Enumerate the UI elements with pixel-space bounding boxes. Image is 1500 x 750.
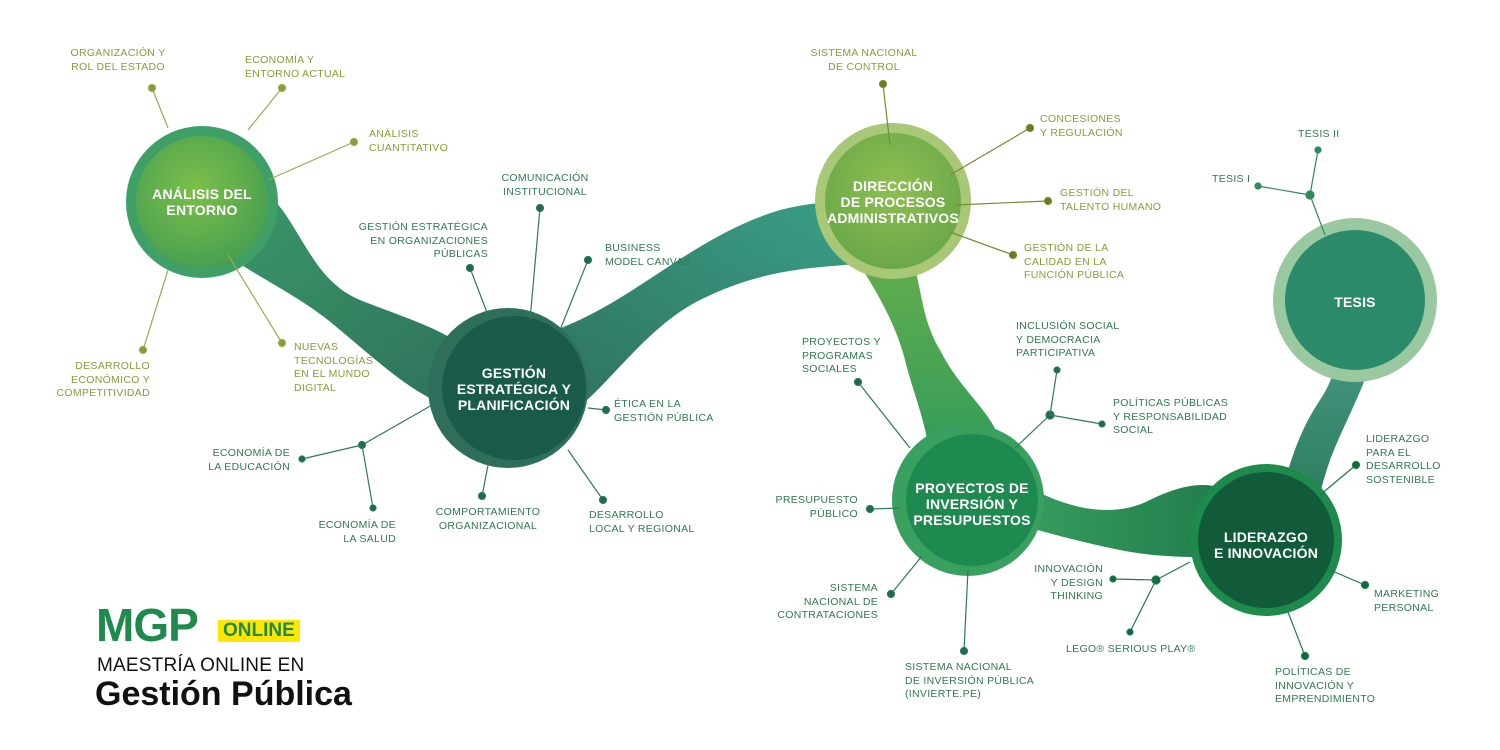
- hub-liderazgo-label: LIDERAZGO E INNOVACIÓN: [1213, 529, 1319, 561]
- branch-gestion-direccion: [520, 202, 880, 420]
- hub-liderazgo-circle: [1198, 472, 1334, 608]
- branch-analisis-gestion: [220, 175, 500, 412]
- topic-desarrollo-local: DESARROLLO LOCAL Y REGIONAL: [589, 509, 695, 535]
- hub-analisis-label: ANÁLISIS DEL ENTORNO: [152, 186, 252, 218]
- topic-economia-entorno: ECONOMÍA Y ENTORNO ACTUAL: [245, 54, 346, 80]
- connectors-gestion: [298, 203, 611, 512]
- connectors-analisis: [138, 83, 359, 355]
- topic-innovacion-design: INNOVACIÓN Y DESIGN THINKING: [1034, 563, 1103, 602]
- topic-calidad: GESTIÓN DE LA CALIDAD EN LA FUNCIÓN PÚBL…: [1024, 242, 1125, 281]
- topic-contrataciones: SISTEMA NACIONAL DE CONTRATACIONES: [777, 582, 878, 621]
- connectors-tesis: [1254, 146, 1326, 236]
- logo-mgp: MGP: [96, 599, 199, 651]
- topic-presupuesto: PRESUPUESTO PÚBLICO: [775, 494, 858, 520]
- topic-analisis-cuantitativo: ANÁLISIS CUANTITATIVO: [369, 128, 449, 154]
- topic-lego: LEGO® SERIOUS PLAY®: [1066, 643, 1196, 655]
- topic-organizacion: ORGANIZACIÓN Y ROL DEL ESTADO: [70, 47, 166, 73]
- hub-gestion-circle: [442, 316, 586, 460]
- topic-economia-salud: ECONOMÍA DE LA SALUD: [318, 519, 396, 545]
- topic-concesiones: CONCESIONES Y REGULACIÓN: [1040, 113, 1123, 139]
- topic-tesis-i: TESIS I: [1212, 173, 1251, 185]
- logo-subtitle: MAESTRÍA ONLINE EN: [97, 655, 305, 676]
- hub-gestion-label: GESTIÓN ESTRATÉGICA Y PLANIFICACIÓN: [456, 365, 572, 413]
- topic-marketing: MARKETING PERSONAL: [1374, 588, 1440, 614]
- hub-tesis-circle: [1285, 230, 1425, 370]
- hub-analisis-circle: [136, 136, 268, 268]
- topic-nuevas-tecnologias: NUEVAS TECNOLOGÍAS EN EL MUNDO DIGITAL: [294, 341, 374, 394]
- connectors-direccion: [878, 79, 1053, 260]
- topic-inversion-publica: SISTEMA NACIONAL DE INVERSIÓN PÚBLICA (I…: [905, 661, 1035, 700]
- logo-online-badge: ONLINE: [218, 620, 300, 642]
- topic-gestion-org-publicas: GESTIÓN ESTRATÉGICA EN ORGANIZACIONES PÚ…: [358, 221, 488, 260]
- hub-proyectos-circle: [906, 434, 1038, 566]
- branch-proyectos-liderazgo: [1000, 470, 1240, 560]
- topic-etica: ÉTICA EN LA GESTIÓN PÚBLICA: [614, 398, 714, 424]
- topic-business-model: BUSINESS MODEL CANVAS: [605, 242, 691, 268]
- topic-politicas-innovacion: POLÍTICAS DE INNOVACIÓN Y EMPRENDIMIENTO: [1275, 666, 1376, 705]
- topic-comunicacion: COMUNICACIÓN INSTITUCIONAL: [501, 172, 589, 198]
- topic-comportamiento: COMPORTAMIENTO ORGANIZACIONAL: [435, 506, 541, 532]
- topic-liderazgo-sostenible: LIDERAZGO PARA EL DESARROLLO SOSTENIBLE: [1366, 433, 1441, 486]
- topic-sistema-control: SISTEMA NACIONAL DE CONTROL: [810, 47, 918, 73]
- connectors-liderazgo: [1109, 460, 1370, 661]
- topic-economia-educacion: ECONOMÍA DE LA EDUCACIÓN: [208, 447, 290, 473]
- connectors-proyectos: [853, 366, 1106, 656]
- topic-inclusion: INCLUSIÓN SOCIAL Y DEMOCRACIA PARTICIPAT…: [1016, 320, 1120, 359]
- hub-tesis-label: TESIS: [1334, 294, 1376, 310]
- hub-direccion-circle: [825, 133, 961, 269]
- topic-talento-humano: GESTIÓN DEL TALENTO HUMANO: [1060, 187, 1162, 213]
- topic-tesis-ii: TESIS II: [1298, 128, 1340, 140]
- topic-desarrollo-economico: DESARROLLO ECONÓMICO Y COMPETITIVIDAD: [56, 360, 150, 399]
- topic-politicas-responsabilidad: POLÍTICAS PÚBLICAS Y RESPONSABILIDAD SOC…: [1113, 397, 1229, 436]
- hub-direccion-label: DIRECCIÓN DE PROCESOS ADMINISTRATIVOS: [827, 178, 959, 226]
- topic-proyectos-sociales: PROYECTOS Y PROGRAMAS SOCIALES: [802, 336, 881, 375]
- branch-direccion-proyectos: [850, 230, 1000, 470]
- logo-title: Gestión Pública: [95, 675, 352, 713]
- hub-proyectos-label: PROYECTOS DE INVERSIÓN Y PRESUPUESTOS: [913, 480, 1031, 528]
